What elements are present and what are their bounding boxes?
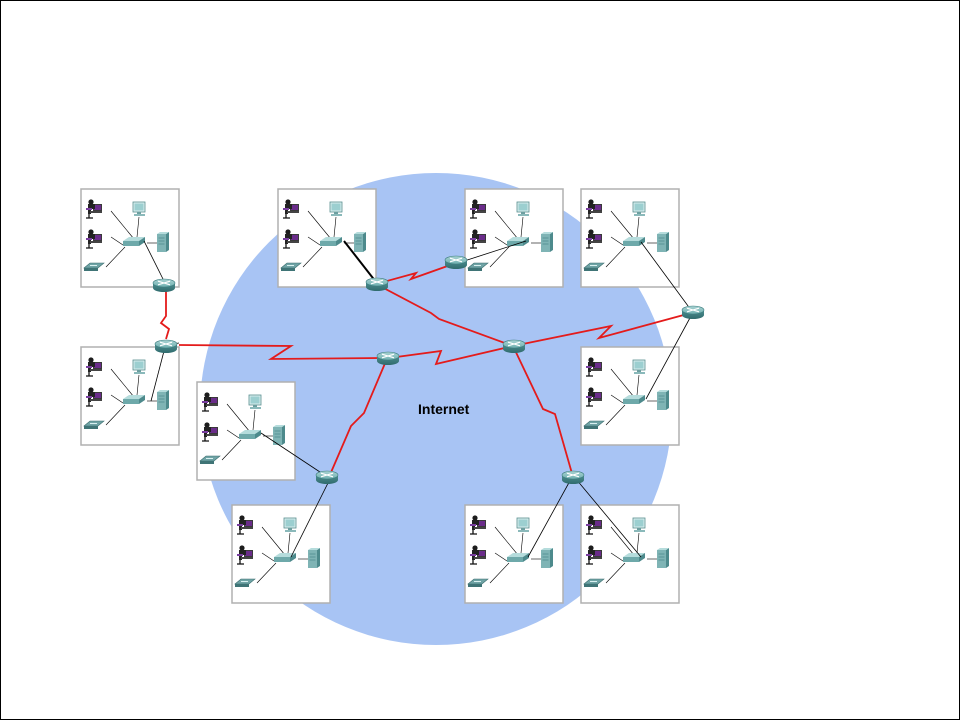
router-icon xyxy=(444,255,468,270)
lan-box xyxy=(197,382,295,480)
lan-box xyxy=(581,347,679,445)
wan-links xyxy=(159,262,692,478)
lan-box xyxy=(81,347,179,445)
lan-box xyxy=(581,189,679,287)
router-icon xyxy=(502,339,526,354)
lan-box xyxy=(232,505,330,603)
lan-box xyxy=(81,189,179,287)
router-icon xyxy=(315,470,339,485)
router-icon xyxy=(681,305,705,320)
router-icon xyxy=(376,351,400,366)
lan-box xyxy=(278,189,376,287)
lan-box xyxy=(465,189,563,287)
internet-label: Internet xyxy=(418,401,470,417)
router-icon xyxy=(152,278,176,293)
lan-links xyxy=(143,240,692,558)
router-icon xyxy=(154,339,178,354)
router-icon xyxy=(561,470,585,485)
router-icon xyxy=(365,277,389,292)
lan-box xyxy=(581,505,679,603)
